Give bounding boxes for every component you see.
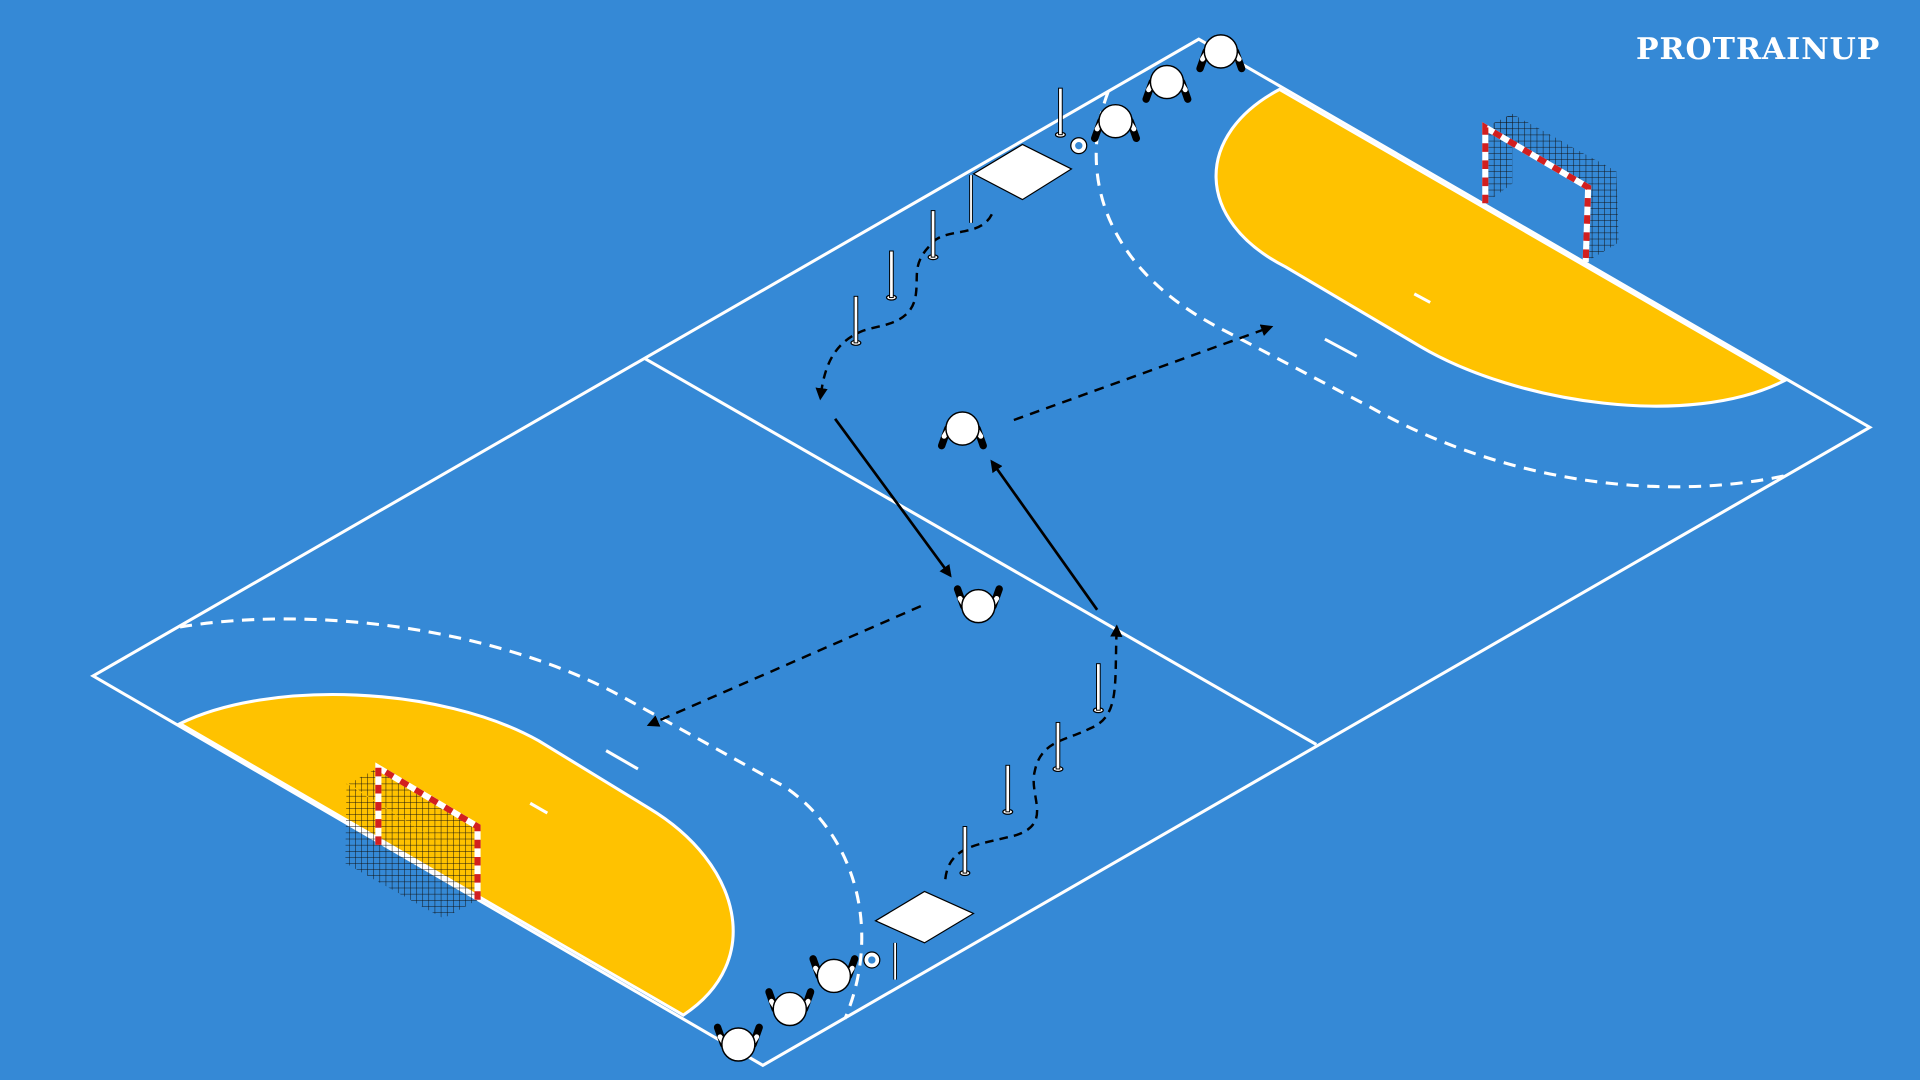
- table-icon: [969, 143, 1073, 223]
- pass-arrow: [646, 605, 922, 727]
- pole-icon: [1054, 87, 1066, 138]
- pole-icon: [885, 250, 897, 301]
- player-icon: [937, 411, 987, 450]
- table-icon: [874, 890, 975, 980]
- run-arrow: [834, 417, 952, 578]
- goal-icon: [1482, 113, 1619, 263]
- pole-icon: [1092, 663, 1104, 714]
- player-icon: [809, 955, 859, 994]
- player-icon: [953, 585, 1003, 624]
- ball-icon: [863, 951, 881, 969]
- penalty-marks: [529, 292, 1431, 815]
- pass-arrow: [1013, 324, 1274, 422]
- pole-icon: [927, 210, 939, 261]
- court-outline: [90, 37, 1873, 1068]
- goal-area-right: [1214, 87, 1788, 408]
- dribble-path-top: [815, 213, 993, 401]
- player-icon: [1142, 64, 1192, 103]
- player-icon: [1196, 34, 1246, 73]
- free-throw-line-right: [1094, 91, 1789, 489]
- center-line: [644, 357, 1318, 746]
- protrainup-logo: PROTRAINUP: [1636, 32, 1881, 67]
- pole-icon: [1002, 764, 1014, 815]
- pole-icon: [850, 295, 862, 346]
- dribble-path-bottom: [944, 624, 1123, 880]
- player-icon: [765, 988, 815, 1027]
- run-arrow: [990, 459, 1099, 611]
- player-icon: [1091, 103, 1140, 143]
- goal-icon: [345, 762, 481, 919]
- pole-icon: [1052, 721, 1064, 773]
- ball-icon: [1070, 137, 1088, 155]
- free-throw-line-left: [179, 617, 864, 1020]
- pole-icon: [959, 826, 971, 877]
- player-icon: [713, 1023, 763, 1062]
